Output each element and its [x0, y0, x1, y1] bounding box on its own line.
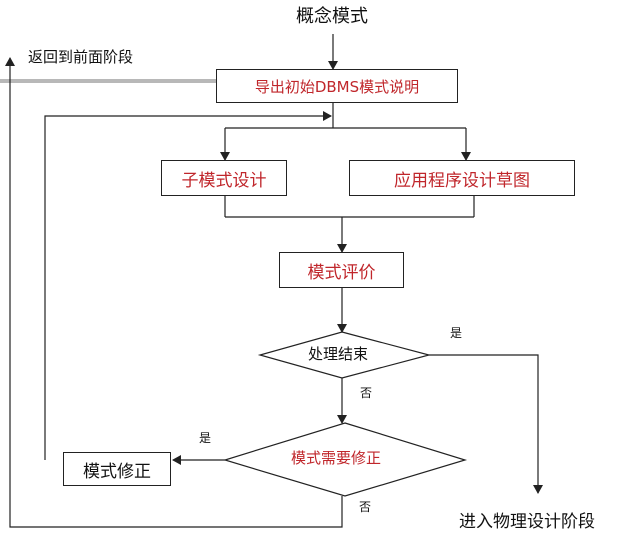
enter-physical-label: 进入物理设计阶段: [459, 512, 595, 532]
arrow-end-yes: [429, 354, 543, 494]
highlight-bar: [0, 79, 216, 83]
decision-need-revise: [222, 422, 468, 497]
app-sketch-box: 应用程序设计草图: [349, 160, 575, 196]
submodel-design-box: 子模式设计: [161, 160, 287, 196]
revise-no-label: 否: [359, 500, 372, 514]
model-revise-box: 模式修正: [63, 452, 171, 486]
process-end-label: 处理结束: [308, 345, 369, 363]
decision-process-end: [257, 331, 432, 379]
concept-model-label: 概念模式: [296, 6, 368, 27]
export-dbms-box: 导出初始DBMS模式说明: [216, 69, 458, 103]
model-eval-box: 模式评价: [279, 252, 404, 288]
end-yes-label: 是: [450, 326, 463, 340]
revise-yes-label: 是: [199, 431, 212, 445]
end-no-label: 否: [360, 386, 373, 400]
arrow-revise-no: [4, 57, 343, 528]
arrow-revise-loop: [44, 111, 332, 460]
return-previous-label: 返回到前面阶段: [28, 48, 134, 66]
need-revise-label: 模式需要修正: [291, 449, 382, 467]
